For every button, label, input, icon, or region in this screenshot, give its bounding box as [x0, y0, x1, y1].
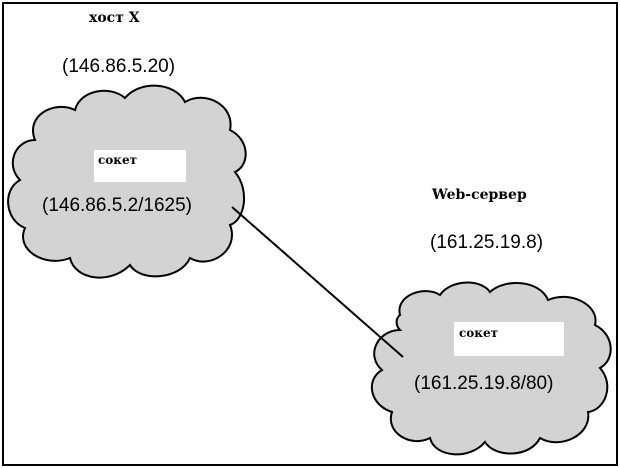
server-socket-label: сокет — [459, 326, 498, 340]
server-socket-address: (161.25.19.8/80) — [414, 373, 553, 394]
host-socket-label: сокет — [98, 153, 137, 167]
server-cloud — [370, 281, 612, 456]
server-ip: (161.25.19.8) — [430, 232, 543, 253]
host-label: хост X — [89, 10, 140, 26]
connection-line — [231, 206, 404, 358]
host-socket-address: (146.86.5.2/1625) — [42, 195, 192, 216]
server-label: Web-сервер — [431, 187, 527, 203]
host-socket-box — [94, 150, 186, 182]
host-ip: (146.86.5.20) — [62, 56, 175, 77]
server-socket-box — [454, 322, 564, 356]
